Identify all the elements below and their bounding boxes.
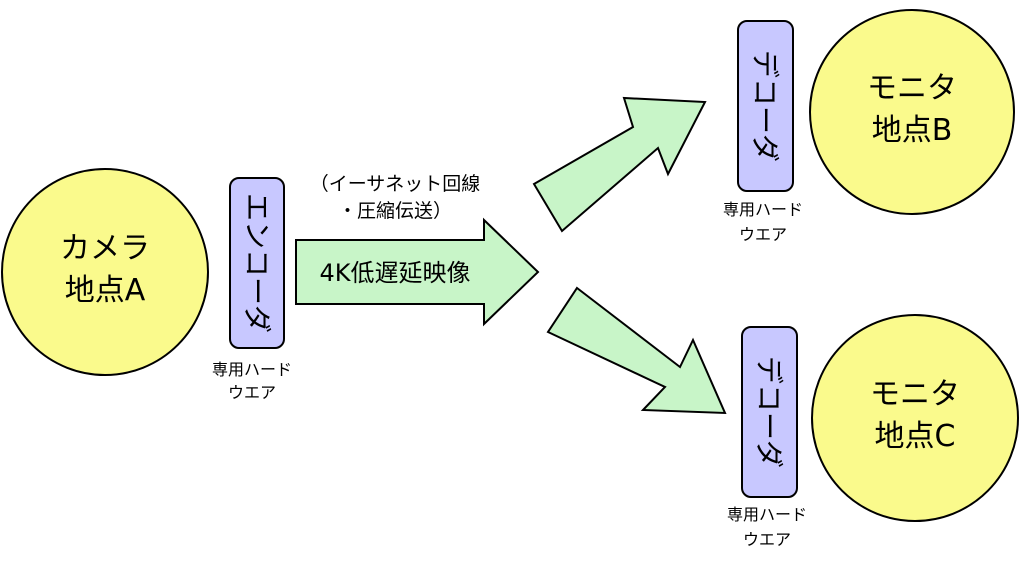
encoder-sub-line1: 専用ハード <box>212 360 292 379</box>
encoder-box <box>229 177 285 349</box>
arrow-to-decoder-b <box>532 96 707 233</box>
decoder-c-node: デコーダ 専用ハード ウエア <box>727 326 807 549</box>
encoder-node: エンコーダ 専用ハード ウエア <box>212 177 292 402</box>
camera-node: カメラ 地点A <box>1 168 209 376</box>
decoder-c-box <box>741 326 798 498</box>
main-arrow-shape <box>295 217 540 327</box>
monitor-b-label-line1: モニタ <box>867 71 957 106</box>
decoder-b-label: デコーダ <box>749 50 782 162</box>
decoder-b-box <box>737 20 794 192</box>
monitor-c-label-line1: モニタ <box>870 377 960 412</box>
decoder-c-sub-line2: ウエア <box>743 530 791 549</box>
decoder-b-sub-line1: 専用ハード <box>723 200 803 219</box>
decoder-c-label: デコーダ <box>753 356 786 468</box>
encoder-sub-line2: ウエア <box>228 383 276 402</box>
decoder-b-node: デコーダ 専用ハード ウエア <box>723 20 803 244</box>
camera-circle <box>1 168 209 376</box>
main-arrow-label: 4K低遅延映像 <box>319 259 470 287</box>
encoder-label: エンコーダ <box>241 193 274 333</box>
monitor-b-circle <box>809 9 1015 215</box>
monitor-b-label-line2: 地点B <box>872 113 953 148</box>
camera-label-line1: カメラ <box>60 231 150 266</box>
decoder-b-sub-line2: ウエア <box>739 225 787 244</box>
monitor-b-node: モニタ 地点B <box>809 9 1015 215</box>
monitor-c-circle <box>811 314 1019 522</box>
arrow-to-decoder-c <box>546 286 727 415</box>
camera-label-line2: 地点A <box>65 273 146 308</box>
main-arrow: 4K低遅延映像 <box>295 217 540 327</box>
monitor-c-label-line2: 地点C <box>875 419 956 454</box>
transmission-note-line2: ・圧縮伝送） <box>338 200 452 222</box>
decoder-c-sub-line1: 専用ハード <box>727 505 807 524</box>
monitor-c-node: モニタ 地点C <box>811 314 1019 522</box>
transmission-note-line1: （イーサネット回線 <box>310 173 481 195</box>
